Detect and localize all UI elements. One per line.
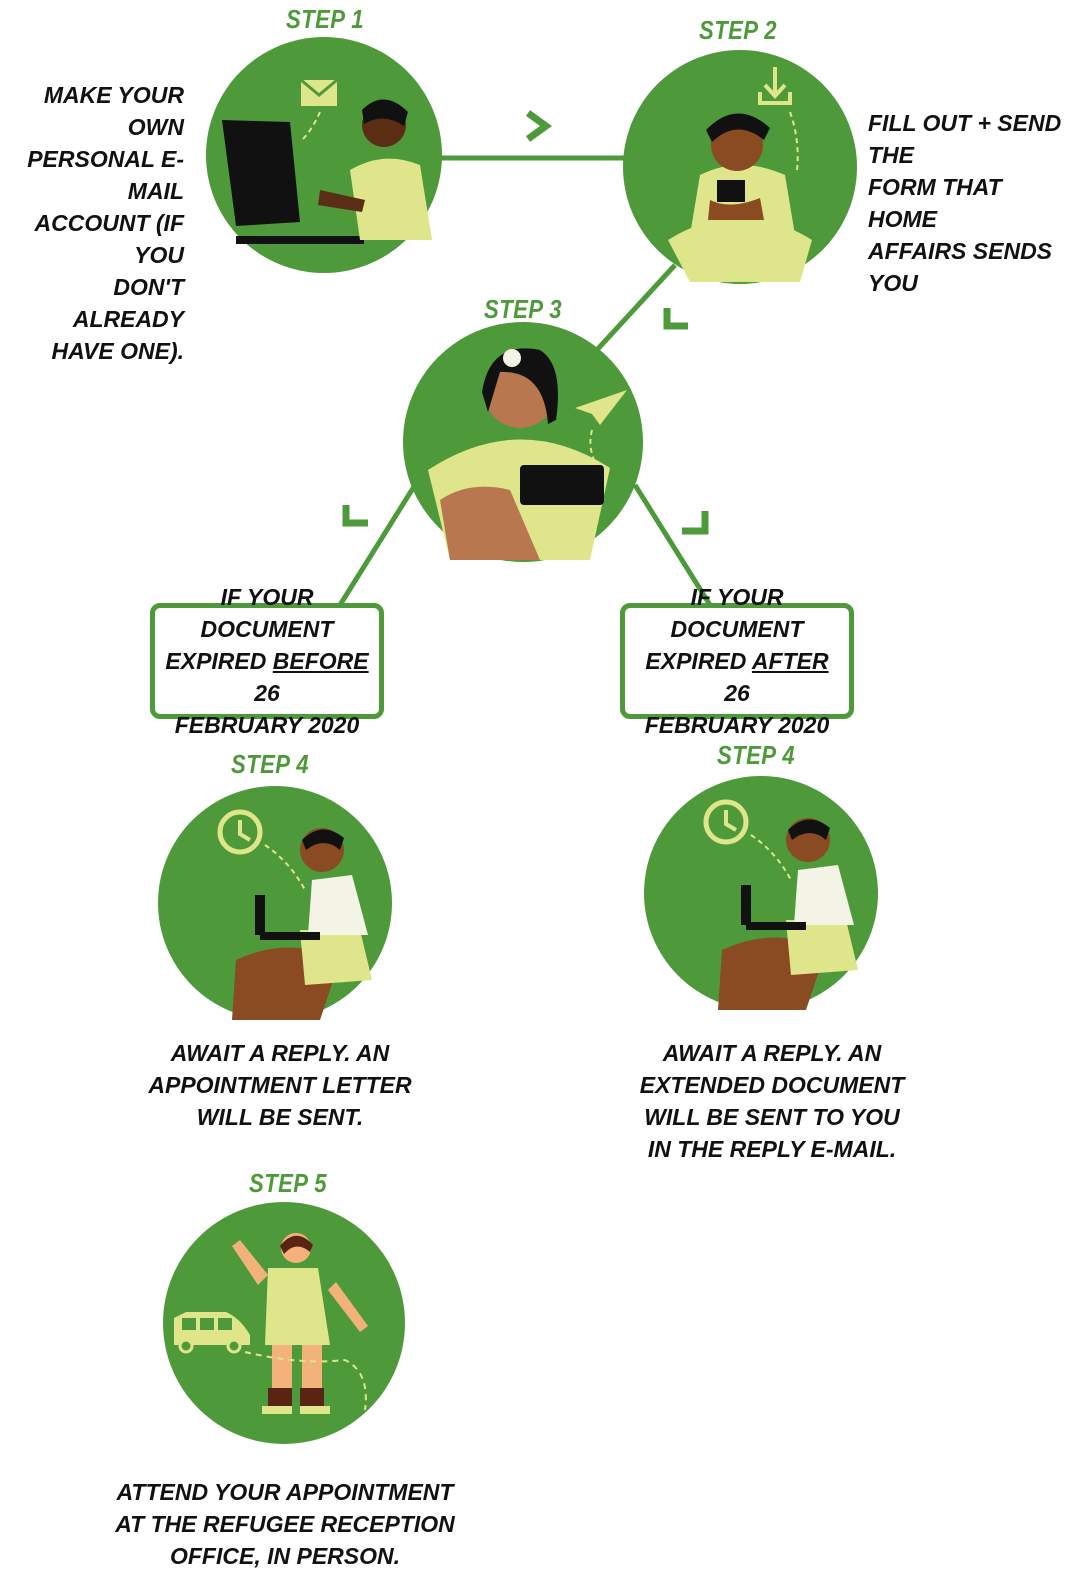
condition-line: EXPIRED BEFORE 26 [165,645,369,709]
connector-step2-step3 [595,265,675,352]
step4-right-caption: AWAIT A REPLY. AN EXTENDED DOCUMENT WILL… [622,1037,922,1165]
caption-line: ATTEND YOUR APPOINTMENT [110,1476,460,1508]
step2-label: STEP 2 [670,15,806,46]
step3-label: STEP 3 [455,294,591,325]
caption-line: HAVE ONE). [4,335,184,367]
step4-left-caption: AWAIT A REPLY. AN APPOINTMENT LETTER WIL… [140,1037,420,1133]
step4-right-illustration [644,776,878,1010]
step4-right-label: STEP 4 [688,740,824,771]
caption-line: DON'T ALREADY [4,271,184,335]
step5-caption: ATTEND YOUR APPOINTMENT AT THE REFUGEE R… [110,1476,460,1572]
condition-before-box: IF YOUR DOCUMENT EXPIRED BEFORE 26 FEBRU… [150,603,384,719]
caption-line: FORM THAT HOME [868,171,1073,235]
caption-line: WILL BE SENT. [140,1101,420,1133]
caption-line: APPOINTMENT LETTER [140,1069,420,1101]
step5-label: STEP 5 [220,1168,356,1199]
caption-line: AWAIT A REPLY. AN [140,1037,420,1069]
step1-caption: MAKE YOUR OWN PERSONAL E-MAIL ACCOUNT (I… [4,79,184,367]
step2-caption: FILL OUT + SEND THE FORM THAT HOME AFFAI… [868,107,1073,299]
caption-line: ACCOUNT (IF YOU [4,207,184,271]
condition-line: FEBRUARY 2020 [635,709,839,741]
caption-line: WILL BE SENT TO YOU [622,1101,922,1133]
step2-illustration [623,50,857,284]
step1-label: STEP 1 [257,4,393,35]
caption-line: AT THE REFUGEE RECEPTION [110,1508,460,1540]
condition-keyword: BEFORE [273,648,369,674]
arrow-right-icon [528,113,546,139]
step1-illustration [206,37,442,273]
step5-illustration [163,1202,405,1444]
caption-line: AWAIT A REPLY. AN [622,1037,922,1069]
caption-line: MAKE YOUR OWN [4,79,184,143]
condition-line: FEBRUARY 2020 [165,709,369,741]
condition-line: IF YOUR DOCUMENT [635,581,839,645]
step4-left-illustration [158,786,392,1020]
envelope-icon [301,80,337,106]
caption-line: AFFAIRS SENDS YOU [868,235,1073,299]
condition-after-box: IF YOUR DOCUMENT EXPIRED AFTER 26 FEBRUA… [620,603,854,719]
caption-line: EXTENDED DOCUMENT [622,1069,922,1101]
condition-line: EXPIRED AFTER 26 [635,645,839,709]
caption-line: IN THE REPLY E-MAIL. [622,1133,922,1165]
condition-line: IF YOUR DOCUMENT [165,581,369,645]
caption-line: OFFICE, IN PERSON. [110,1540,460,1572]
arrow-down-left-icon [346,505,368,523]
step4-left-label: STEP 4 [202,749,338,780]
arrow-down-right-icon [682,511,705,531]
condition-keyword: AFTER [752,648,829,674]
caption-line: FILL OUT + SEND THE [868,107,1073,171]
step3-illustration [403,322,643,562]
arrow-down-left-icon [667,308,688,326]
caption-line: PERSONAL E-MAIL [4,143,184,207]
